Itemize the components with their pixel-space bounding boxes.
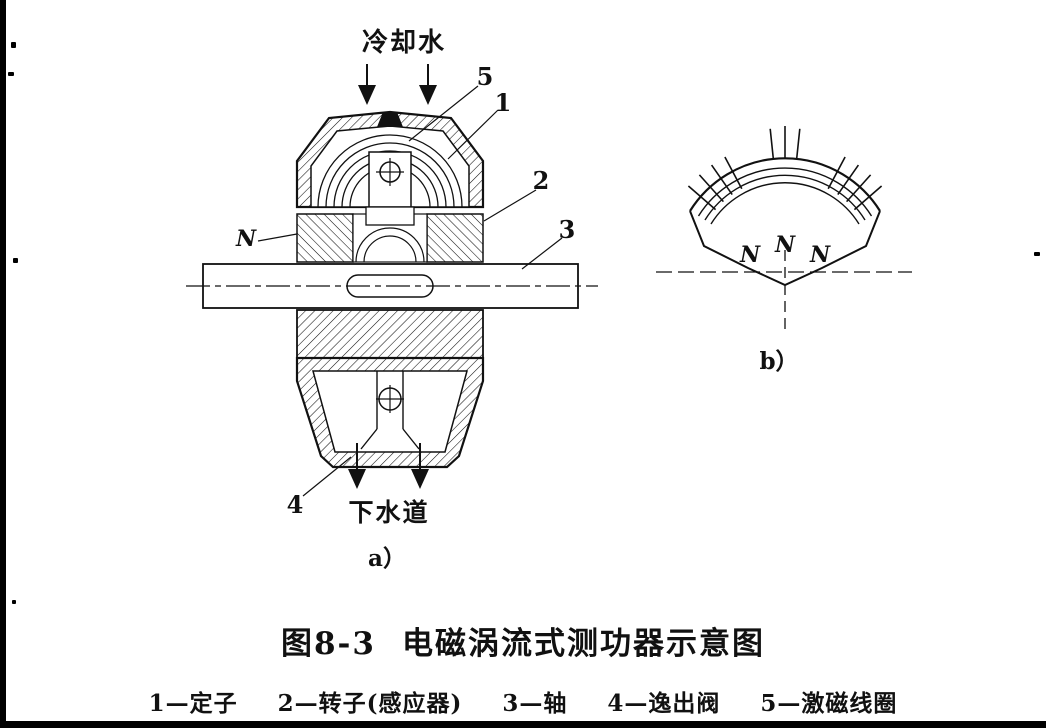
callout-1-label: 1: [495, 88, 512, 117]
scan-speck: [12, 600, 16, 604]
water-inlet-passage: [377, 112, 403, 127]
rotor-arc: [355, 227, 425, 263]
leader-line-n: [257, 233, 298, 242]
legend-item-rotor: 2—转子(感应器): [277, 690, 463, 717]
figure-number: 图8-3: [280, 626, 376, 662]
legend-item-escape-valve: 4—逸出阀: [607, 690, 721, 717]
stator-section-lower: [296, 309, 484, 359]
sublabel-a: a）: [368, 545, 406, 572]
flux-tick: [853, 185, 883, 211]
drain-label: 下水道: [348, 498, 429, 527]
diagram-a-cross-section: 冷却水 5 1 2 3 4 N 下水道 a）: [186, 27, 598, 572]
pole-n-label: N: [739, 242, 761, 268]
scan-edge-left: [0, 0, 6, 728]
flux-tick: [698, 174, 724, 203]
legend-item-shaft: 3—轴: [502, 690, 568, 717]
coil-winding: [333, 150, 447, 208]
pole-lamination-arc: [710, 182, 860, 225]
stator-n-label: N: [235, 226, 257, 252]
coil-winding: [325, 142, 455, 208]
flux-tick: [769, 128, 775, 159]
valve-flare: [402, 428, 420, 450]
flux-tick: [724, 156, 743, 190]
sublabel-b: b）: [759, 348, 798, 375]
flux-tick: [710, 164, 733, 196]
coil-winding: [317, 134, 463, 208]
valve-flare: [360, 428, 378, 450]
dynamometer-figure: 冷却水 5 1 2 3 4 N 下水道 a）: [186, 27, 912, 572]
leader-line-5: [408, 85, 479, 142]
callout-4-label: 4: [287, 490, 304, 519]
callout-5-label: 5: [477, 62, 494, 91]
flux-tick: [837, 164, 860, 196]
rotor-section-right: [426, 213, 484, 263]
pole-gap-block: [365, 206, 415, 226]
diagram-b-pole-detail: N N N b）: [656, 126, 912, 375]
leader-line-1: [447, 109, 499, 160]
scan-speck: [13, 258, 18, 263]
legend-item-excitation-coil: 5—激磁线圈: [760, 690, 898, 717]
leader-line-3: [521, 237, 563, 270]
leader-line-4: [302, 456, 352, 497]
scan-speck: [1034, 252, 1040, 256]
pole-n-label: N: [809, 242, 831, 268]
figure-title: 电磁涡流式测功器示意图: [402, 626, 765, 662]
parts-legend: 1—定子 2—转子(感应器) 3—轴 4—逸出阀 5—激磁线圈: [0, 684, 1046, 718]
flux-tick: [795, 128, 801, 159]
legend-item-stator: 1—定子: [148, 690, 238, 717]
scan-speck: [8, 72, 14, 76]
callout-2-label: 2: [533, 166, 550, 195]
rotor-section-left: [296, 213, 354, 263]
flux-tick: [846, 174, 872, 203]
rotor-arc: [363, 235, 417, 263]
callout-3-label: 3: [559, 215, 576, 244]
figure-caption: 图8-3 电磁涡流式测功器示意图: [0, 618, 1046, 663]
flux-tick: [827, 156, 846, 190]
scan-edge-bottom: [0, 721, 1046, 728]
pole-n-label: N: [774, 232, 796, 258]
leader-line-2: [483, 189, 537, 222]
cooling-water-label: 冷却水: [362, 27, 446, 58]
flux-tick: [687, 185, 717, 211]
scan-speck: [11, 42, 16, 48]
